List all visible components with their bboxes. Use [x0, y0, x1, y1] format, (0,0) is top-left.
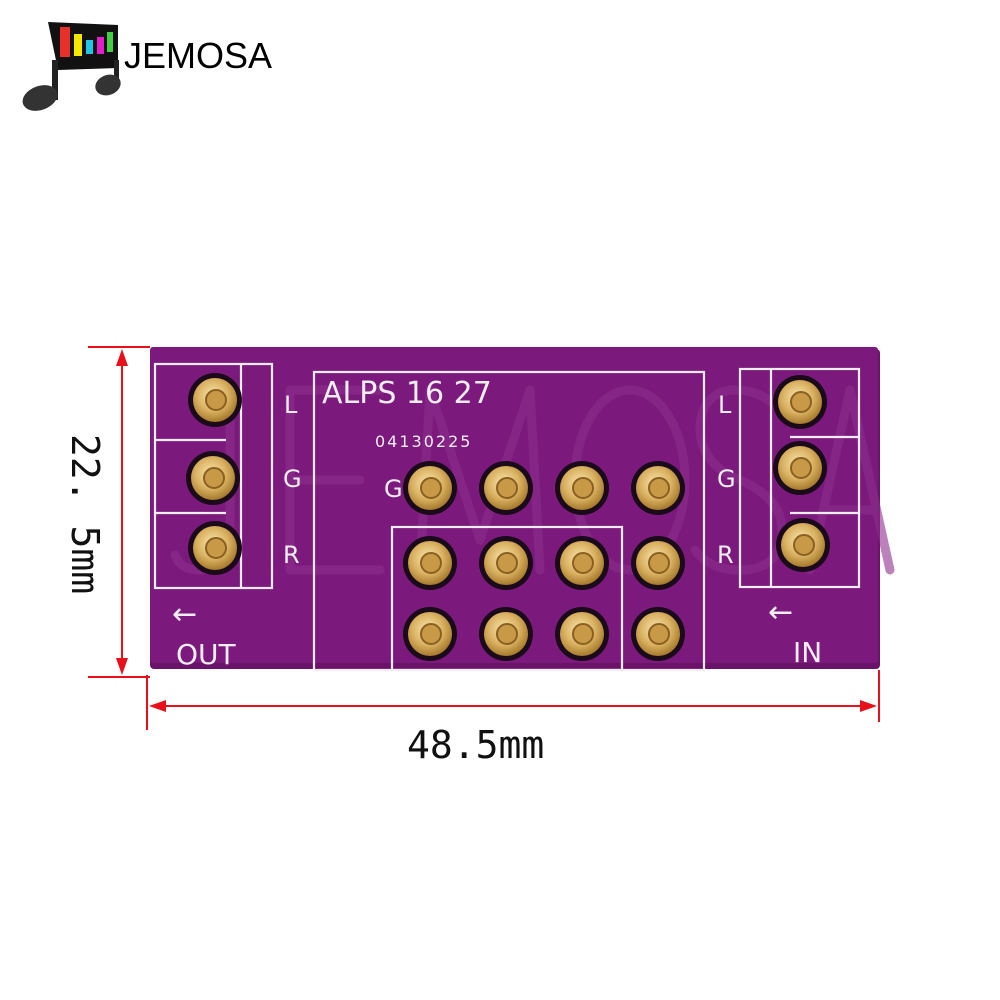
right-label-l: L [718, 391, 732, 419]
logo-bar [60, 27, 70, 57]
brass-pad [555, 536, 609, 590]
brass-pad [479, 461, 533, 515]
brass-pad [403, 461, 457, 515]
pads [186, 373, 830, 661]
in-arrow-icon: ← [768, 595, 793, 630]
brass-pad [773, 375, 827, 429]
brass-pad [186, 451, 240, 505]
left-label-g: G [283, 465, 302, 493]
brass-pad [188, 373, 242, 427]
brass-pad [555, 607, 609, 661]
out-label: OUT [176, 638, 237, 671]
brass-pad [479, 607, 533, 661]
board-serial: 04130225 [375, 432, 472, 451]
right-label-g: G [717, 465, 736, 493]
dimension-lines [88, 346, 880, 730]
brass-pad [188, 521, 242, 575]
brass-pad [479, 536, 533, 590]
brass-pad [403, 607, 457, 661]
logo-bar [107, 32, 113, 52]
in-label: IN [793, 636, 822, 669]
logo-bar [86, 40, 93, 54]
brass-pad [631, 607, 685, 661]
logo-bar [97, 37, 104, 54]
brass-pad [555, 461, 609, 515]
brand-name: JEMOSA [124, 35, 272, 76]
brass-pad [631, 536, 685, 590]
center-label-g: G [384, 475, 403, 503]
left-label-r: R [283, 541, 300, 569]
brass-pad [773, 441, 827, 495]
brass-pad [631, 461, 685, 515]
brand-logo: JEMOSA [22, 22, 272, 111]
pcb-board: ALPS 16 27 04130225 L G R L G R G ← OUT … [150, 347, 895, 672]
brass-pad [403, 536, 457, 590]
logo-bar [74, 34, 82, 56]
brass-pad [776, 518, 830, 572]
height-dimension: 22. 5mm [63, 434, 107, 594]
right-label-r: R [717, 541, 734, 569]
board-title: ALPS 16 27 [322, 376, 492, 411]
width-dimension: 48.5mm [407, 723, 544, 767]
out-arrow-icon: ← [172, 597, 197, 632]
left-label-l: L [284, 391, 298, 419]
